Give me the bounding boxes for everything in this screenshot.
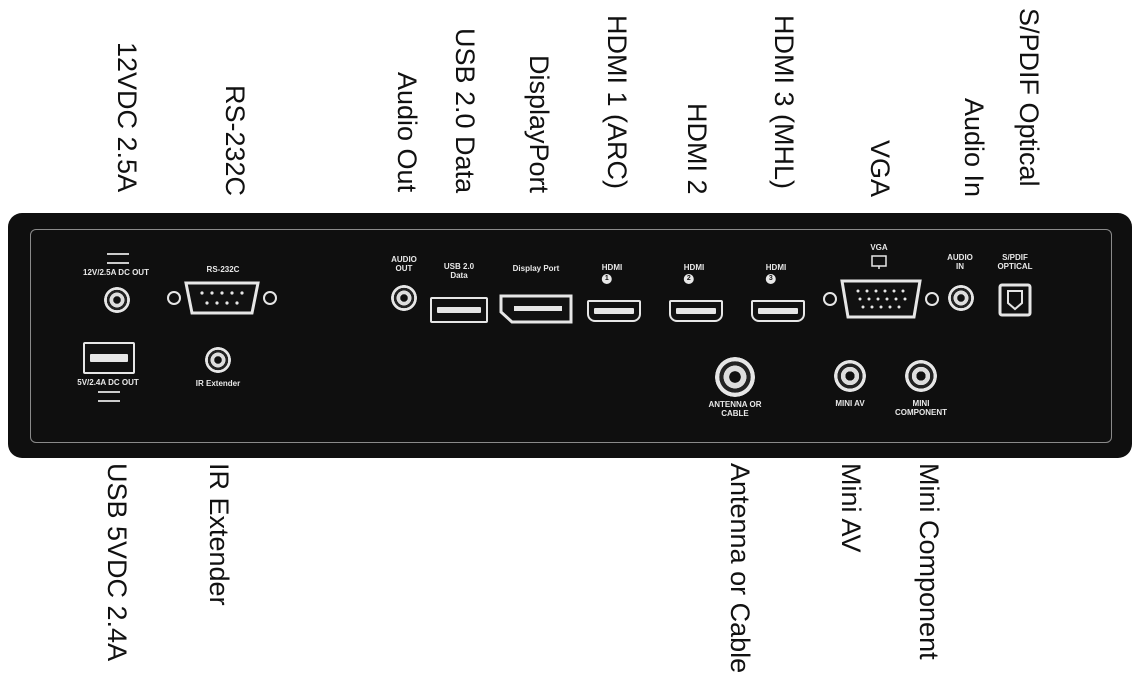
callout-usb-5vdc: USB 5VDC 2.4A: [102, 463, 132, 662]
dc-out-12v-port: [104, 287, 130, 313]
mini-component-port: [905, 360, 937, 392]
antenna-port: [715, 357, 755, 397]
vga-label: VGA: [870, 243, 888, 252]
audio-in-port: [948, 285, 974, 311]
callout-vga: VGA: [865, 140, 895, 198]
callout-hdmi1: HDMI 1 (ARC): [602, 15, 632, 189]
callout-hdmi3: HDMI 3 (MHL): [769, 15, 799, 189]
ir-extender-label: IR Extender: [195, 379, 241, 388]
callout-12vdc: 12VDC 2.5A: [112, 42, 142, 193]
rs232c-port: [167, 281, 277, 315]
callout-spdif: S/PDIF Optical: [1014, 8, 1044, 187]
callout-audio-out: Audio Out: [392, 72, 422, 193]
usb-data-port: [430, 297, 488, 323]
hdmi2-port: [669, 300, 723, 322]
callout-ir-extender: IR Extender: [204, 463, 234, 606]
hdmi2-number-badge: 2: [683, 274, 694, 285]
hdmi3-port: [751, 300, 805, 322]
displayport-port: [499, 294, 573, 324]
spdif-port: [998, 283, 1032, 317]
callout-rs232c: RS-232C: [220, 85, 250, 197]
dc-out-indicator-icon: [107, 253, 129, 264]
callout-mini-av: Mini AV: [836, 463, 866, 553]
usb-5v-port: [83, 342, 135, 374]
dc-out-5v-indicator-icon: [98, 391, 120, 402]
callout-usb-data: USB 2.0 Data: [450, 28, 480, 194]
hdmi1-port: [587, 300, 641, 322]
callout-displayport: DisplayPort: [524, 55, 554, 194]
mini-av-label: MINI AV: [835, 399, 865, 408]
panel-border: [30, 229, 1112, 443]
ir-extender-port: [205, 347, 231, 373]
callout-audio-in: Audio In: [959, 98, 989, 198]
callout-mini-component: Mini Component: [914, 463, 944, 660]
hdmi1-number-badge: 1: [601, 274, 612, 285]
audio-out-port: [391, 285, 417, 311]
callout-hdmi2: HDMI 2: [682, 103, 712, 195]
hdmi3-number-badge: 3: [765, 274, 776, 285]
dc-out-12v-label: 12V/2.5A DC OUT: [83, 268, 149, 277]
rs232c-label: RS-232C: [206, 265, 240, 274]
displayport-label: Display Port: [512, 264, 560, 273]
callout-antenna: Antenna or Cable: [725, 463, 755, 674]
vga-screen-icon: [871, 255, 887, 269]
vga-port: [823, 279, 939, 319]
mini-av-port: [834, 360, 866, 392]
dc-out-5v-label: 5V/2.4A DC OUT: [77, 378, 139, 387]
